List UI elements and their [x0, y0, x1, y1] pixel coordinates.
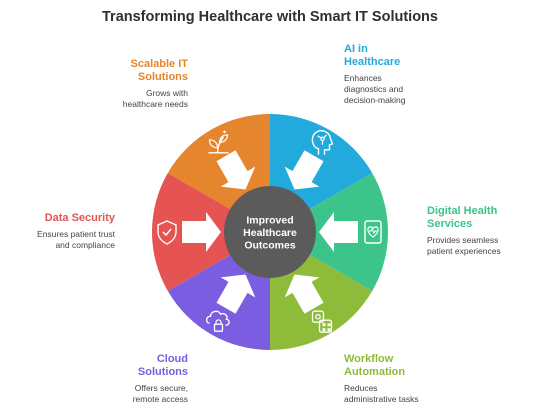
label-cloud-title-line: Cloud	[156, 353, 188, 365]
label-workflow-title-line: Workflow	[344, 353, 394, 365]
label-security-title-line: Data Security	[44, 212, 115, 224]
label-ai-desc-line: diagnostics and	[344, 84, 404, 94]
arrow-scalable	[216, 150, 256, 190]
label-digital-title-line: Services	[427, 218, 473, 230]
head-circuit-icon	[311, 130, 334, 155]
label-digital-title-line: Digital Health	[427, 205, 498, 217]
label-cloud-desc-line: remote access	[132, 394, 188, 404]
label-security-desc-line: and compliance	[55, 240, 115, 250]
label-security-desc-line: Ensures patient trust	[37, 229, 115, 239]
label-ai-desc-line: Enhances	[344, 73, 382, 83]
shield-check-icon	[157, 220, 177, 245]
label-workflow-desc-line: administrative tasks	[344, 394, 419, 404]
label-security-title: Data Security	[37, 212, 115, 225]
tablet-heart-icon	[364, 220, 382, 244]
label-digital-desc-line: Provides seamless	[427, 235, 499, 245]
label-cloud-desc-line: Offers secure,	[134, 383, 188, 393]
label-workflow-desc-line: Reduces	[344, 383, 378, 393]
cloud-lock-icon	[205, 310, 230, 332]
label-scalable-title-line: Solutions	[137, 71, 188, 83]
label-digital-desc-line: patient experiences	[427, 246, 501, 256]
diagram-title: Transforming Healthcare with Smart IT So…	[102, 9, 438, 25]
arrow-security	[182, 212, 221, 252]
arrow-workflow	[284, 274, 324, 314]
label-cloud-title-line: Solutions	[137, 366, 188, 378]
label-scalable-title-line: Scalable IT	[130, 58, 188, 70]
label-ai-title-line: Healthcare	[344, 56, 401, 68]
gear-grid-icon	[311, 310, 333, 333]
arrow-cloud	[216, 274, 256, 314]
arrow-digital	[319, 212, 358, 252]
label-ai-desc-line: decision-making	[344, 95, 406, 105]
label-ai-title-line: AI in	[344, 43, 368, 55]
label-scalable-desc-line: healthcare needs	[122, 99, 188, 109]
label-scalable-desc-line: Grows with	[145, 88, 188, 98]
growing-plant-icon	[208, 130, 229, 154]
center-hub	[224, 186, 316, 278]
arrow-ai	[284, 150, 324, 190]
label-cloud-desc: Offers secure,remote access	[133, 383, 188, 405]
label-workflow-title-line: Automation	[344, 366, 406, 378]
